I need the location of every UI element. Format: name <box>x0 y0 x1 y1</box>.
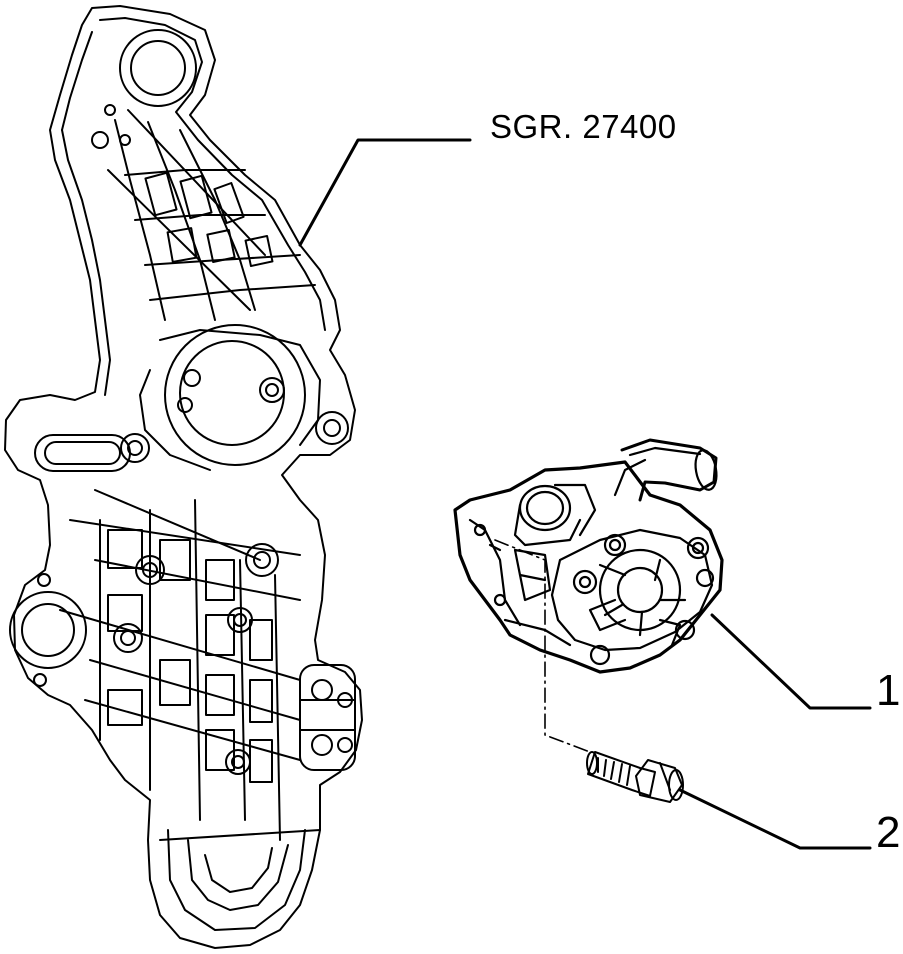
leader-line-1 <box>710 613 872 710</box>
pump-drawing <box>453 438 724 674</box>
callout-number-2: 2 <box>876 808 901 857</box>
callout-number-1: 1 <box>876 666 901 715</box>
leader-line-2 <box>678 788 872 850</box>
bolt-drawing <box>586 751 684 803</box>
reference-label: SGR. 27400 <box>490 108 677 145</box>
leader-line-reference <box>298 138 472 247</box>
bracket-drawing <box>4 5 363 949</box>
assembly-axis-line <box>494 539 591 753</box>
